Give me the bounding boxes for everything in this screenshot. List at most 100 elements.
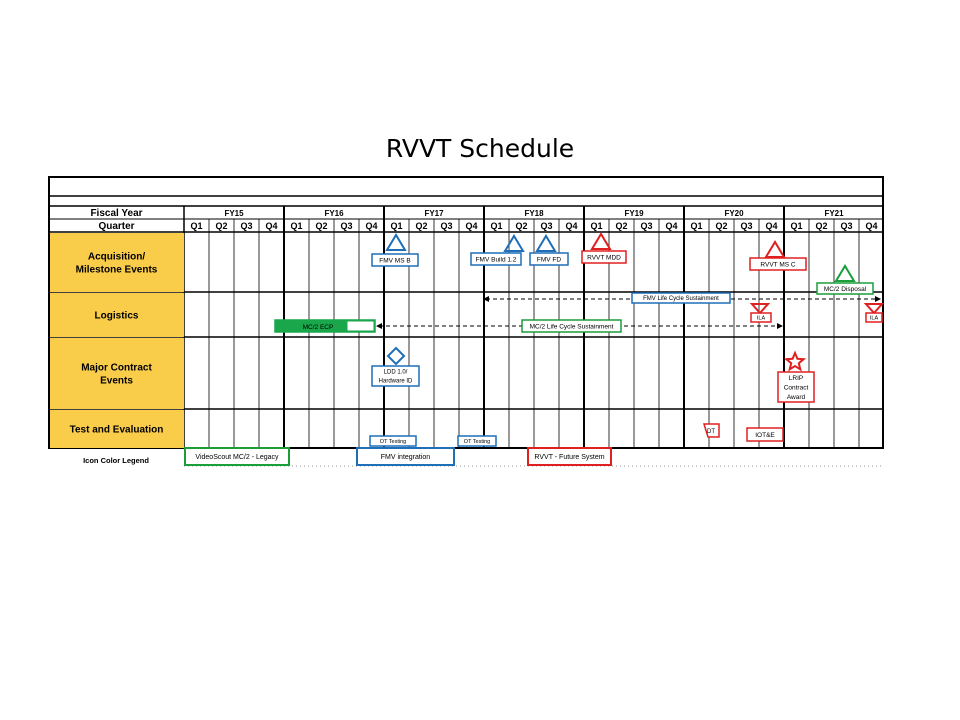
quarter-header: Q3 [640, 221, 652, 231]
quarter-header: Q3 [240, 221, 252, 231]
fmv-build-label: FMV Build 1.2 [476, 256, 517, 263]
iote-label: IOT&E [755, 432, 775, 439]
fmv-ms-b-label: FMV MS B [379, 257, 410, 264]
mc2-lcs-box [521, 319, 622, 333]
icon-color-legend: Icon Color Legend VideoScout MC/2 - Legac… [83, 447, 884, 467]
ot-testing-1-box [369, 435, 417, 447]
ila-1-box [750, 312, 772, 323]
quarter-header: Q2 [215, 221, 227, 231]
quarter-header: Q3 [440, 221, 452, 231]
dt-label: DT [707, 429, 715, 435]
quarter-header: Q4 [465, 221, 477, 231]
ot-testing-2-label: OT Testing [464, 439, 490, 445]
row-header-cell [50, 410, 184, 448]
fmv-lcs-box [631, 292, 731, 304]
fiscal-year-label: Fiscal Year [90, 208, 142, 219]
triangle-icon [590, 232, 612, 250]
ot-testing-2-box [457, 435, 497, 447]
rvvt-mdd-label: RVVT MDD [587, 254, 621, 261]
quarter-label: Quarter [98, 221, 134, 232]
row-headers: Acquisition/Milestone EventsLogisticsMaj… [50, 233, 184, 448]
triangle-icon [385, 233, 407, 251]
lrip-box [777, 371, 815, 403]
dt-box [702, 423, 720, 438]
legend-item-box [527, 447, 612, 466]
mc2-disposal-label: MC/2 Disposal [824, 286, 867, 293]
quarter-header: Q2 [715, 221, 727, 231]
legend-item-label: FMV integration [381, 454, 431, 461]
quarter-header: Q1 [790, 221, 802, 231]
quarter-header: Q1 [490, 221, 502, 231]
iote-box [746, 427, 784, 442]
rvvt-mdd-box [581, 250, 627, 264]
quarter-header: Q4 [765, 221, 777, 231]
ldd-box [371, 365, 420, 387]
row-header-label: Major Contract [81, 363, 152, 374]
quarter-header: Q4 [265, 221, 277, 231]
quarter-header: Q1 [690, 221, 702, 231]
mc2-lcs-label: MC/2 Life Cycle Sustainment [530, 323, 614, 330]
row-header-label: Events [100, 376, 133, 387]
quarter-header: Q3 [340, 221, 352, 231]
fmv-lcs-label: FMV Life Cycle Sustainment [643, 296, 719, 302]
fmv-ms-b-box [371, 253, 419, 267]
inverted-triangle-icon [749, 303, 771, 315]
mc2-ecp-tail [346, 320, 375, 332]
legend-item-label: VideoScout MC/2 - Legacy [195, 454, 279, 461]
inverted-triangle-icon [863, 303, 885, 315]
ila-2-label: ILA [870, 315, 879, 321]
arrow-head [875, 296, 881, 302]
lrip-label: Contract [784, 384, 809, 391]
row-header-label: Acquisition/ [88, 252, 145, 263]
quarter-header: Q4 [365, 221, 377, 231]
arrow-head [777, 323, 783, 329]
lrip-label: Award [787, 394, 806, 401]
schedule-headers: Acquisition/Milestone EventsLogisticsMaj… [50, 208, 878, 448]
mc2-disposal-box [816, 282, 874, 295]
diamond-icon [386, 346, 406, 366]
row-header-label: Milestone Events [76, 265, 158, 276]
legend-item-box [356, 447, 455, 466]
ila-1-label: ILA [757, 315, 766, 321]
quarter-header: Q4 [865, 221, 877, 231]
ila-2-box [865, 312, 883, 323]
star-icon [783, 350, 807, 372]
arrow-head [483, 296, 489, 302]
ldd-label: LDD 1.0/ [384, 370, 408, 376]
legend-item-label: RVVT - Future System [534, 454, 604, 461]
triangle-icon [503, 234, 525, 252]
quarter-header: Q2 [615, 221, 627, 231]
schedule-events: FMV MS B FMV Build 1.2 FMV FD RVVT MDD RVVT … [274, 232, 885, 447]
ldd-label: Hardware ID [379, 379, 413, 385]
fiscal-year-header: FY16 [324, 209, 344, 218]
fiscal-year-header: FY20 [724, 209, 744, 218]
quarter-header: Q3 [740, 221, 752, 231]
fiscal-year-header: FY18 [524, 209, 544, 218]
triangle-icon [535, 234, 557, 252]
quarter-header: Q1 [590, 221, 602, 231]
arrow-head [376, 323, 382, 329]
lrip-label: LRIP [789, 375, 803, 382]
rvvt-ms-c-label: RVVT MS C [760, 261, 795, 268]
row-header-label: Logistics [95, 311, 139, 322]
row-header-cell [50, 293, 184, 337]
fiscal-year-header: FY21 [824, 209, 844, 218]
legend-title: Icon Color Legend [83, 456, 149, 465]
fiscal-year-header: FY15 [224, 209, 244, 218]
row-header-label: Test and Evaluation [70, 425, 164, 436]
quarter-header: Q1 [290, 221, 302, 231]
row-header-cell [50, 338, 184, 409]
fmv-fd-box [529, 252, 569, 266]
fmv-fd-label: FMV FD [537, 256, 561, 263]
mc2-ecp-label: MC/2 ECP [303, 324, 334, 331]
legend-item-box [184, 447, 290, 466]
quarter-header: Q2 [815, 221, 827, 231]
row-header-cell [50, 233, 184, 292]
triangle-icon [764, 240, 786, 258]
quarter-header: Q2 [415, 221, 427, 231]
triangle-icon [834, 264, 856, 282]
quarter-header: Q4 [565, 221, 577, 231]
fiscal-year-header: FY17 [424, 209, 444, 218]
rvvt-ms-c-box [749, 257, 807, 271]
